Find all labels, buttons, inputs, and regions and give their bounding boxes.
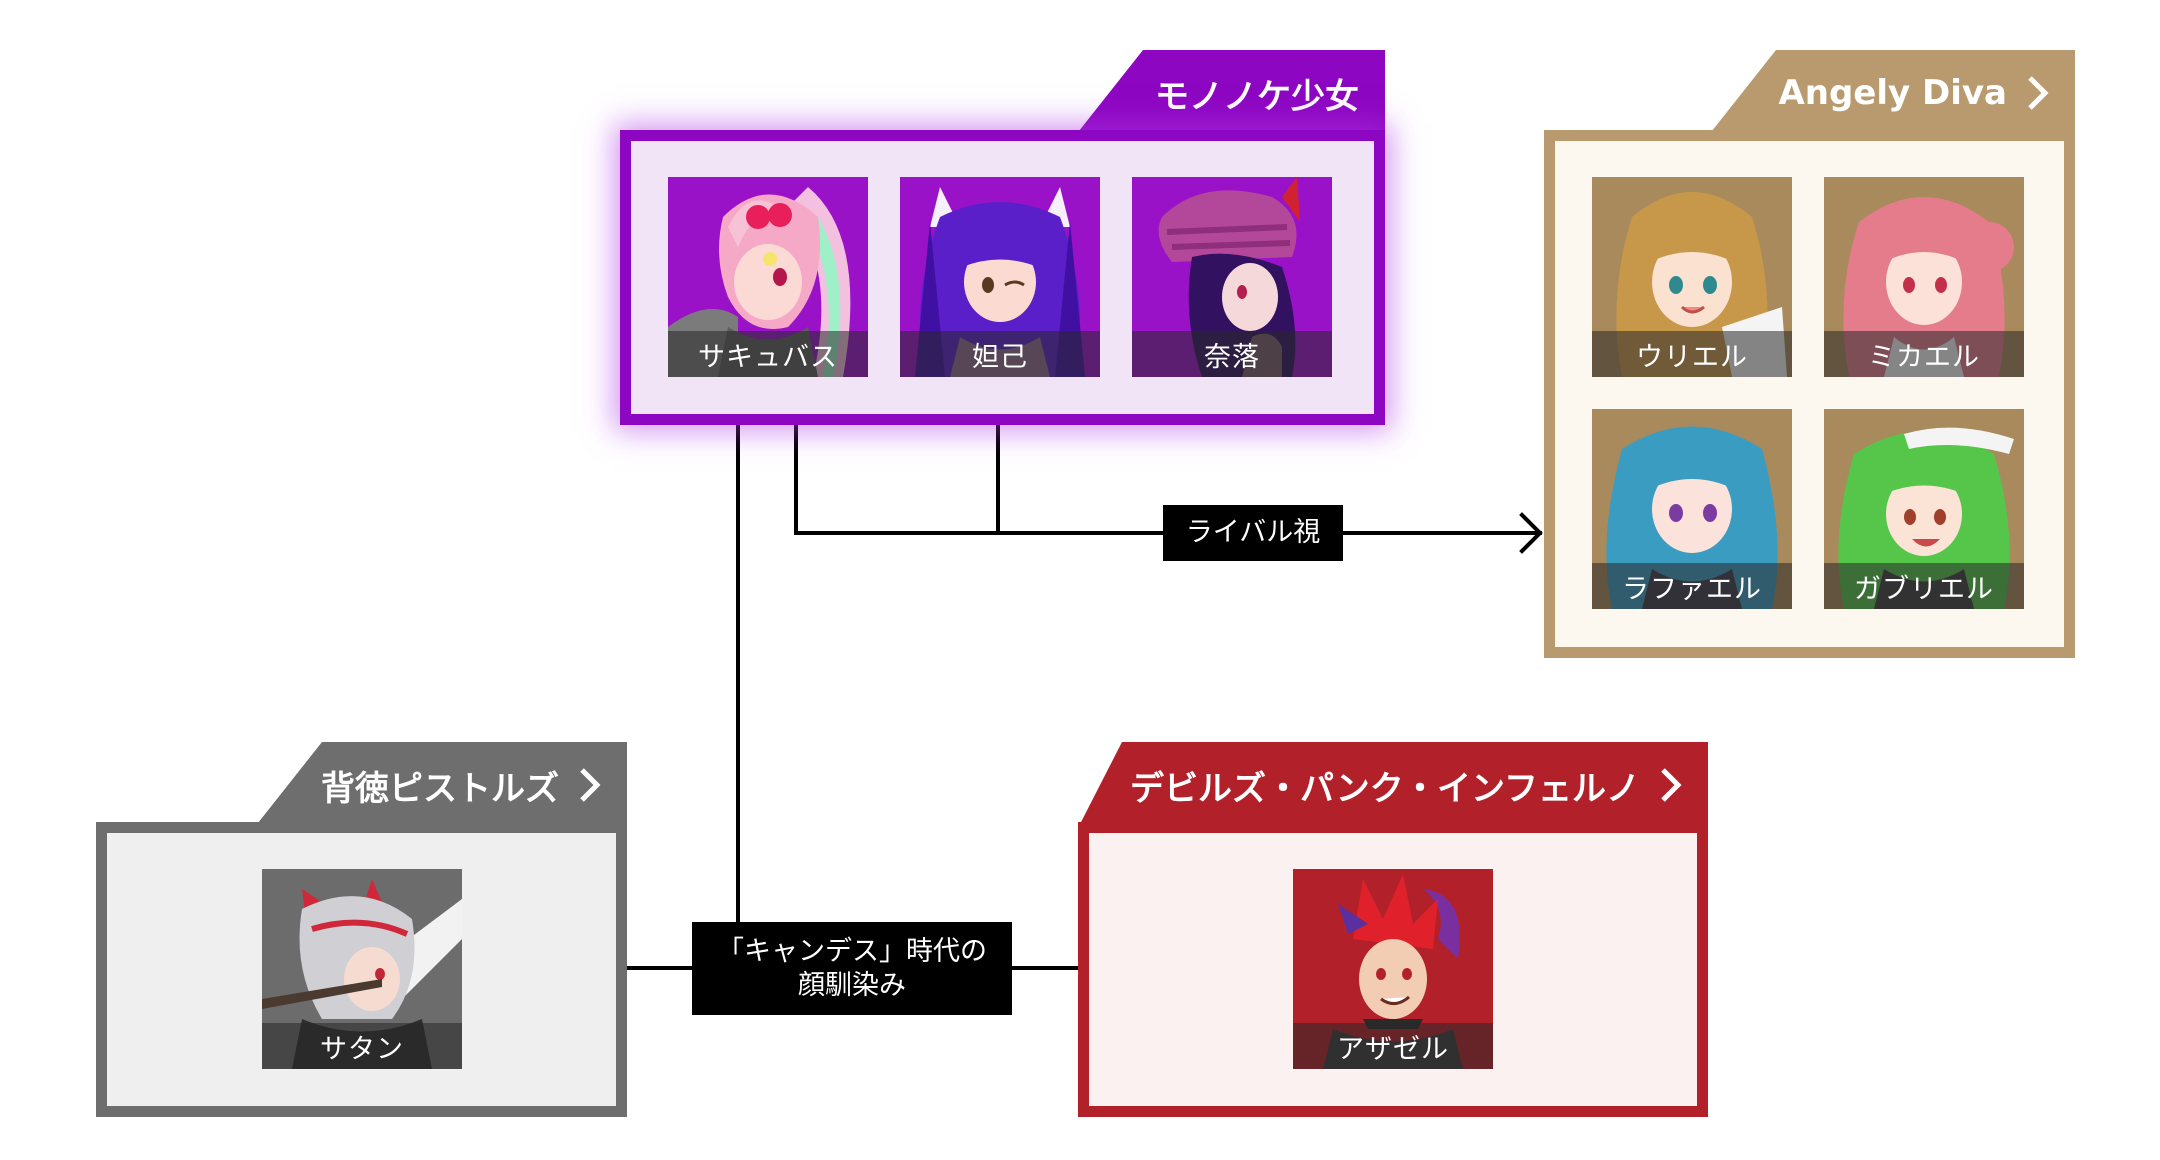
rival-label-text: ライバル視 — [1185, 517, 1321, 549]
chevron-right-icon — [1661, 768, 1682, 802]
group-devils-tab[interactable]: デビルズ・パンク・インフェルノ — [1078, 742, 1708, 828]
character-name-satan: サタン — [262, 1023, 462, 1069]
character-card-raphael[interactable]: ラファエル — [1592, 409, 1792, 609]
chevron-right-icon — [580, 768, 601, 802]
group-devils-title: デビルズ・パンク・インフェルノ — [1130, 768, 1640, 809]
character-name-naraku: 奈落 — [1132, 331, 1332, 377]
character-name-raphael: ラファエル — [1592, 563, 1792, 609]
character-card-succubus[interactable]: サキュバス — [668, 177, 868, 377]
character-card-michael[interactable]: ミカエル — [1824, 177, 2024, 377]
rival-label: ライバル視 — [1163, 505, 1343, 561]
group-mononoke-tab: モノノケ少女 — [1075, 50, 1385, 136]
character-card-gabriel[interactable]: ガブリエル — [1824, 409, 2024, 609]
character-name-succubus: サキュバス — [668, 331, 868, 377]
character-name-uriel: ウリエル — [1592, 331, 1792, 377]
group-angely-tab[interactable]: Angely Diva — [1708, 50, 2075, 136]
character-name-michael: ミカエル — [1824, 331, 2024, 377]
group-mononoke-title: モノノケ少女 — [1155, 76, 1359, 117]
group-haitoku-tab[interactable]: 背徳ピストルズ — [254, 742, 627, 828]
childhood-label-line1: 「キャンデス」時代の — [717, 935, 987, 967]
character-name-daji: 妲己 — [900, 331, 1100, 377]
character-card-satan[interactable]: サタン — [262, 869, 462, 1069]
rival-arrowhead — [1519, 512, 1543, 554]
character-card-naraku[interactable]: 奈落 — [1132, 177, 1332, 377]
childhood-label-line2: 顔馴染み — [798, 969, 906, 1001]
group-angely-title: Angely Diva — [1778, 73, 2007, 113]
chevron-right-icon — [2028, 76, 2049, 110]
character-name-azazel: アザゼル — [1293, 1023, 1493, 1069]
character-card-daji[interactable]: 妲己 — [900, 177, 1100, 377]
character-name-gabriel: ガブリエル — [1824, 563, 2024, 609]
character-card-uriel[interactable]: ウリエル — [1592, 177, 1792, 377]
childhood-label: 「キャンデス」時代の 顔馴染み — [692, 922, 1012, 1015]
group-haitoku-title: 背徳ピストルズ — [321, 768, 559, 809]
character-card-azazel[interactable]: アザゼル — [1293, 869, 1493, 1069]
